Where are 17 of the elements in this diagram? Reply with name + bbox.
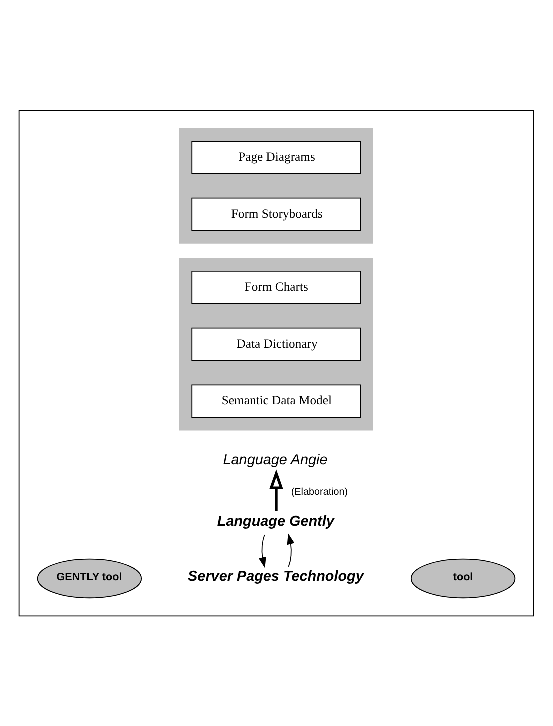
node-box: Semantic Data Model	[192, 384, 362, 418]
node-ellipse: tool	[410, 558, 516, 598]
edge-label: (Elaboration)	[291, 486, 348, 498]
node-box: Data Dictionary	[192, 327, 362, 361]
node-text: Language Angie	[223, 452, 328, 468]
cluster	[180, 258, 374, 430]
arrow	[270, 469, 284, 511]
cluster	[18, 110, 534, 616]
arrow	[258, 534, 266, 568]
node-box: Page Diagrams	[192, 140, 362, 174]
node-box: Form Charts	[192, 270, 362, 304]
cluster	[180, 128, 374, 244]
node-ellipse: GENTLY tool	[37, 558, 142, 598]
node-text: Server Pages Technology	[188, 568, 364, 585]
node-text: Language Gently	[217, 513, 334, 530]
node-box: Form Storyboards	[192, 197, 362, 231]
arrow	[287, 533, 295, 567]
